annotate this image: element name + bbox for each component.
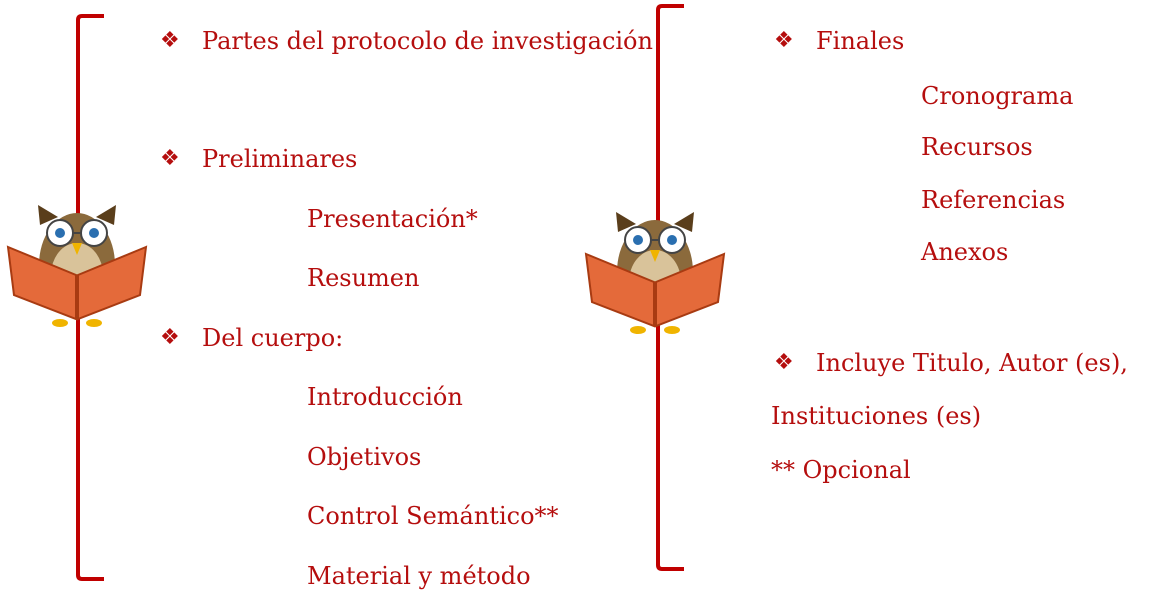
- note-line-2: Instituciones (es): [771, 402, 982, 430]
- diamond-bullet-icon: ❖: [160, 28, 180, 53]
- diamond-bullet-icon: ❖: [160, 146, 180, 171]
- optional-note: ** Opcional: [771, 456, 911, 484]
- list-item: Material y método: [307, 562, 531, 590]
- list-item: Anexos: [921, 238, 1009, 266]
- list-item: Objetivos: [307, 443, 422, 471]
- left-heading: Partes del protocolo de investigación: [202, 27, 653, 55]
- section-title-preliminares: Preliminares: [202, 145, 358, 173]
- diamond-bullet-icon: ❖: [774, 350, 794, 375]
- note-line-1: Incluye Titulo, Autor (es),: [816, 349, 1128, 377]
- diamond-bullet-icon: ❖: [774, 28, 794, 53]
- list-item: Resumen: [307, 264, 420, 292]
- list-item: Introducción: [307, 383, 463, 411]
- right-heading: Finales: [816, 27, 905, 55]
- section-title-del-cuerpo: Del cuerpo:: [202, 324, 344, 352]
- list-item: Referencias: [921, 186, 1066, 214]
- list-item: Cronograma: [921, 82, 1074, 110]
- list-item: Recursos: [921, 133, 1033, 161]
- owl-reading-book-icon: [6, 205, 148, 327]
- list-item: Control Semántico**: [307, 502, 559, 530]
- diamond-bullet-icon: ❖: [160, 325, 180, 350]
- owl-reading-book-icon-right: [584, 212, 726, 334]
- list-item: Presentación*: [307, 205, 478, 233]
